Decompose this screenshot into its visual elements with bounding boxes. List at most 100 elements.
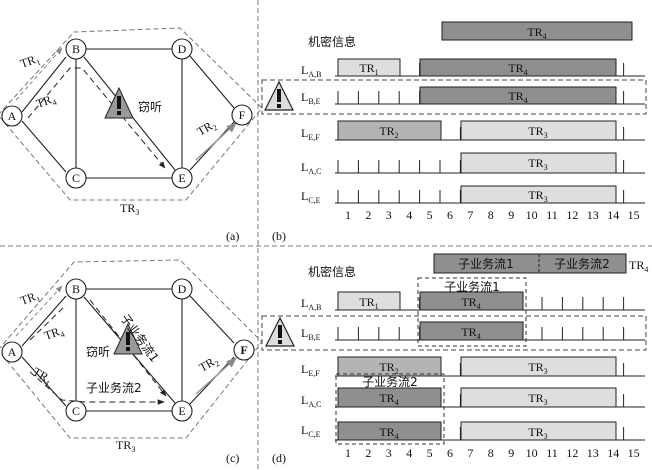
slot-number: 1: [345, 208, 351, 222]
svg-text:D: D: [178, 42, 187, 56]
edge-a-b: [21, 56, 67, 113]
panel-d-timeslots: 机密信息 子业务流1 子业务流2 TR4 LA,B LB,E LE,F LA,C…: [261, 253, 648, 465]
caption-a: (a): [226, 229, 239, 243]
eavesdrop-label: 窃听: [138, 99, 162, 114]
bar-ab-tr1: [337, 58, 401, 77]
row-label-be: LB,E: [301, 326, 321, 342]
bar-ce-tr3-label: TR3: [528, 188, 547, 204]
node-c: C: [65, 400, 87, 422]
slot-number: 15: [628, 208, 640, 222]
node-c: C: [65, 167, 87, 189]
bar-ab-tr1-label: TR1: [359, 61, 378, 77]
warning-icon: [264, 80, 294, 111]
label-tr2: TR2: [197, 353, 222, 377]
edge-d-f: [189, 295, 235, 344]
caption-c: (c): [226, 451, 239, 465]
edge-a-c: [21, 356, 67, 407]
bar-be-tr4-label: TR4: [508, 89, 527, 105]
slot-number: 5: [427, 446, 433, 460]
bar-ab-tr1: [337, 291, 401, 311]
node-e: E: [171, 167, 193, 189]
eavesdrop-highlight-box: [261, 79, 647, 115]
tr2-path: [195, 357, 237, 395]
panel-b-timeslots: 机密信息 TR4 LA,B LB,E LE,F LA,C LC,E TR1 TR…: [261, 21, 647, 243]
bar-be-tr4: [419, 321, 524, 341]
subflow2-box-label: 子业务流2: [362, 374, 418, 389]
bar-ac-tr3: [460, 387, 617, 408]
label-tr4-lower: TR4: [30, 364, 55, 388]
subflow2-label: 子业务流2: [86, 380, 142, 395]
tr4-path-upper: [29, 304, 67, 341]
node-a: A: [1, 341, 23, 363]
top-bar-label: TR4: [527, 25, 546, 41]
warning-icon: [113, 322, 143, 355]
slot-number: 2: [365, 208, 371, 222]
slot-number: 13: [587, 208, 599, 222]
slot-number: 11: [546, 446, 558, 460]
slot-number: 3: [386, 446, 392, 460]
slot-number: 10: [526, 208, 538, 222]
node-d: D: [171, 278, 193, 300]
eavesdrop-label: 窃听: [86, 344, 110, 359]
row-label-ef: LE,F: [301, 362, 320, 378]
slot-number: 12: [566, 208, 578, 222]
bar-ef-tr3: [460, 120, 617, 141]
row-label-ab: LA,B: [301, 63, 321, 79]
caption-d: (d): [272, 451, 286, 465]
slot-number: 14: [607, 446, 619, 460]
warning-icon: [265, 316, 295, 347]
bar-ce-tr4-label: TR4: [379, 425, 398, 441]
bar-ab-tr4-label: TR4: [508, 61, 527, 77]
bar-ce-tr3-label: TR3: [528, 425, 547, 441]
slot-number: 9: [508, 446, 514, 460]
tr4-path: [27, 67, 166, 169]
svg-text:A: A: [8, 109, 17, 123]
node-f: F: [231, 104, 253, 126]
row-label-ef: LE,F: [301, 126, 320, 142]
bar-ce-tr3: [460, 421, 617, 441]
row-label-ce: LC,E: [301, 189, 321, 205]
bar-ac-tr4-label: TR4: [379, 391, 398, 407]
bar-ab-tr1-label: TR1: [359, 295, 378, 311]
top-bar-subflow2: 子业务流2: [554, 256, 610, 271]
slot-number: 12: [566, 446, 578, 460]
eavesdrop-highlight-box: [261, 315, 647, 351]
warning-icon: [104, 86, 134, 119]
bar-be-tr4: [419, 86, 617, 105]
tr1-path: [15, 285, 63, 337]
bar-ab-tr4-label: TR4: [461, 295, 480, 311]
slot-number: 9: [508, 208, 514, 222]
bar-ab-tr4: [419, 58, 617, 77]
node-a: A: [1, 105, 23, 127]
panel-a-topology: A B C D E F 窃听 TR1 TR4 TR2 TR3 (a): [0, 27, 263, 243]
node-e: E: [171, 400, 193, 422]
edge-d-f: [189, 55, 235, 109]
top-bar-subflows: [433, 253, 627, 274]
slot-number: 5: [427, 208, 433, 222]
slot-number: 2: [365, 446, 371, 460]
label-tr1: TR1: [18, 288, 42, 310]
svg-text:E: E: [178, 171, 185, 185]
bar-ef-tr2: [337, 356, 442, 377]
slot-number: 8: [488, 208, 494, 222]
slot-number: 1: [345, 446, 351, 460]
svg-text:E: E: [178, 404, 185, 418]
slot-number: 4: [406, 446, 412, 460]
bar-ef-tr2-label: TR2: [379, 360, 398, 376]
svg-text:C: C: [72, 171, 80, 185]
svg-text:C: C: [72, 404, 80, 418]
slot-number: 11: [546, 208, 558, 222]
node-f: F: [233, 339, 255, 361]
bar-ac-tr4: [337, 387, 442, 408]
bar-ac-tr3-label: TR3: [528, 156, 547, 172]
edge-a-c: [21, 120, 67, 173]
bar-ef-tr3-label: TR3: [528, 360, 547, 376]
slot-number: 6: [447, 446, 453, 460]
slot-number: 3: [386, 208, 392, 222]
bar-be-tr4-label: TR4: [461, 325, 480, 341]
confidential-info-title: 机密信息: [308, 264, 356, 279]
confidential-info-title: 机密信息: [308, 34, 356, 49]
slot-number: 10: [526, 446, 538, 460]
